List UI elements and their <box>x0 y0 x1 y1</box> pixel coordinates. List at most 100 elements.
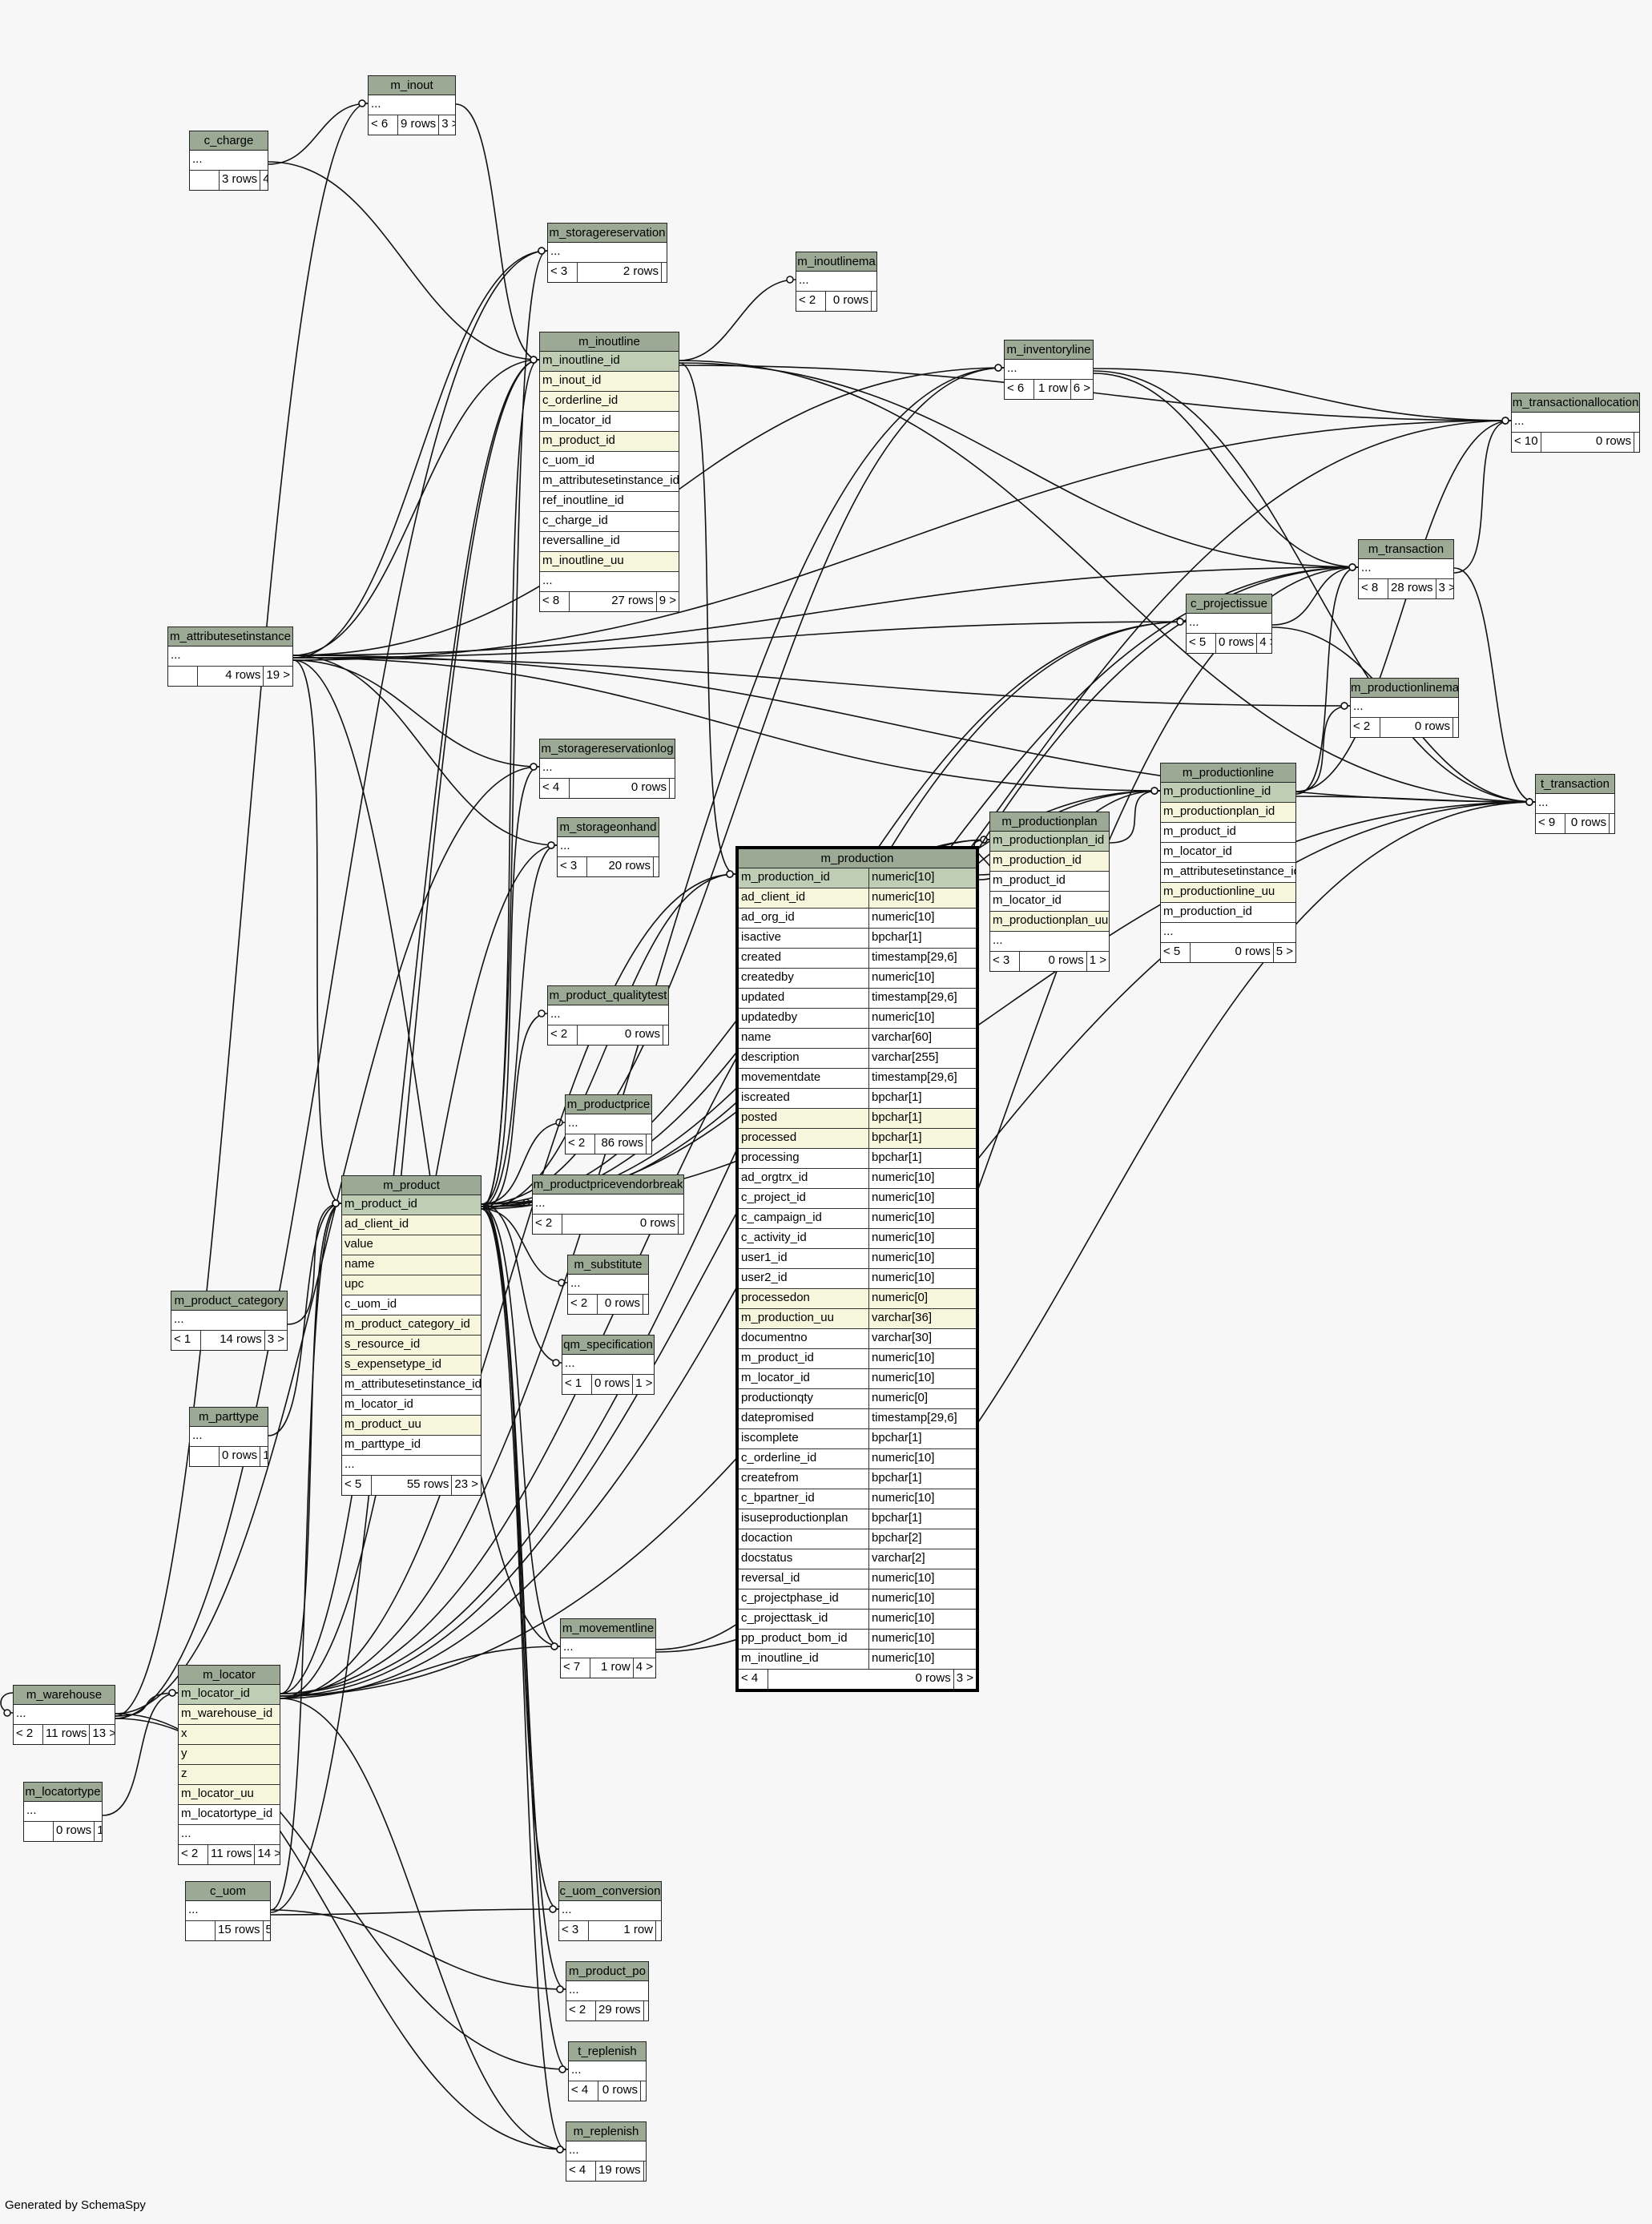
parents-count[interactable] <box>24 1822 53 1841</box>
table-header[interactable]: m_locator <box>179 1666 280 1685</box>
parents-count[interactable]: < 2 <box>550 1027 568 1041</box>
children-count[interactable]: 9 > <box>655 592 679 611</box>
children-count[interactable] <box>871 292 876 311</box>
parents-count[interactable]: < 5 <box>1189 635 1207 649</box>
parents-count[interactable]: < 7 <box>563 1660 581 1674</box>
parents-count[interactable] <box>190 171 219 190</box>
parents-count[interactable]: < 4 <box>542 780 560 794</box>
table-header[interactable]: m_product_category <box>171 1291 287 1311</box>
children-count[interactable]: 19 > <box>263 667 292 686</box>
table-header[interactable]: m_attributesetinstance <box>168 627 292 647</box>
parents-count[interactable]: < 3 <box>562 1923 579 1936</box>
children-count[interactable]: 1 > <box>94 1822 102 1841</box>
table-header[interactable]: m_inoutline <box>540 332 679 352</box>
table-header[interactable]: m_productionline <box>1161 763 1295 783</box>
table-header[interactable]: m_transaction <box>1359 540 1453 559</box>
table-header[interactable]: m_transactionallocation <box>1512 393 1639 413</box>
table-header[interactable]: m_productionlinema <box>1351 679 1458 698</box>
parents-count[interactable]: < 8 <box>1361 581 1379 594</box>
parents-count[interactable]: < 3 <box>993 953 1010 967</box>
children-count[interactable]: 1 > <box>260 1447 268 1466</box>
table-header[interactable]: m_inoutlinema <box>796 252 876 272</box>
table-header[interactable]: m_locatortype <box>24 1783 102 1802</box>
parents-count[interactable] <box>168 667 197 686</box>
parents-count[interactable]: < 3 <box>550 264 568 278</box>
table-header[interactable]: m_storagereservationlog <box>540 739 675 759</box>
children-count[interactable] <box>646 1134 651 1154</box>
parents-count[interactable]: < 1 <box>565 1376 582 1390</box>
table-header[interactable]: m_parttype <box>190 1408 268 1427</box>
children-count[interactable] <box>1453 718 1458 737</box>
parents-count[interactable] <box>190 1447 219 1466</box>
parents-count[interactable]: < 2 <box>569 2003 586 2017</box>
parents-count[interactable]: < 4 <box>571 2083 589 2097</box>
children-count[interactable]: 4 > <box>1256 634 1271 653</box>
children-count[interactable]: 6 > <box>1070 380 1093 399</box>
table-header[interactable]: m_inventoryline <box>1005 340 1093 360</box>
children-count[interactable] <box>663 1025 668 1045</box>
parents-count[interactable]: < 1 <box>174 1332 191 1346</box>
parents-count[interactable]: < 2 <box>570 1296 588 1310</box>
children-count[interactable] <box>1609 814 1614 833</box>
children-count[interactable]: 4 > <box>260 171 268 190</box>
children-count[interactable]: 1 > <box>1086 952 1109 971</box>
table-header[interactable]: qm_specification <box>562 1336 654 1355</box>
table-header[interactable]: c_uom <box>186 1882 270 1901</box>
table-header[interactable]: m_productionplan <box>990 812 1109 832</box>
children-count[interactable]: 5 > <box>1272 943 1295 962</box>
children-count[interactable]: 3 > <box>264 1331 287 1350</box>
children-count[interactable] <box>655 1921 661 1940</box>
parents-count[interactable]: < 9 <box>1538 816 1556 829</box>
table-header[interactable]: m_production <box>739 849 976 868</box>
children-count[interactable]: 13 > <box>89 1725 115 1744</box>
table-header[interactable]: m_storagereservation <box>548 224 667 243</box>
table-header[interactable]: t_transaction <box>1536 775 1614 794</box>
parents-count[interactable]: < 2 <box>535 1216 553 1230</box>
children-count[interactable]: 14 > <box>254 1845 280 1864</box>
children-count[interactable] <box>643 2162 646 2181</box>
table-header[interactable]: m_productprice <box>566 1095 651 1114</box>
children-count[interactable]: 1 > <box>632 1375 654 1394</box>
table-header[interactable]: t_replenish <box>569 2042 646 2061</box>
parents-count[interactable]: < 6 <box>1007 381 1025 395</box>
children-count[interactable] <box>640 2081 646 2101</box>
parents-count[interactable]: < 4 <box>569 2163 586 2177</box>
table-header[interactable]: m_product <box>342 1176 481 1195</box>
parents-count[interactable]: < 2 <box>568 1136 586 1150</box>
children-count[interactable] <box>661 263 667 282</box>
children-count[interactable] <box>643 2001 648 2021</box>
parents-count[interactable]: < 6 <box>371 117 389 131</box>
table-header[interactable]: c_uom_conversion <box>559 1882 661 1901</box>
parents-count[interactable]: < 5 <box>345 1477 362 1491</box>
table-header[interactable]: c_projectissue <box>1187 594 1271 614</box>
children-count[interactable]: 3 > <box>1435 579 1453 598</box>
table-header[interactable]: m_storageonhand <box>558 818 659 837</box>
table-header[interactable]: m_productpricevendorbreak <box>533 1175 683 1195</box>
